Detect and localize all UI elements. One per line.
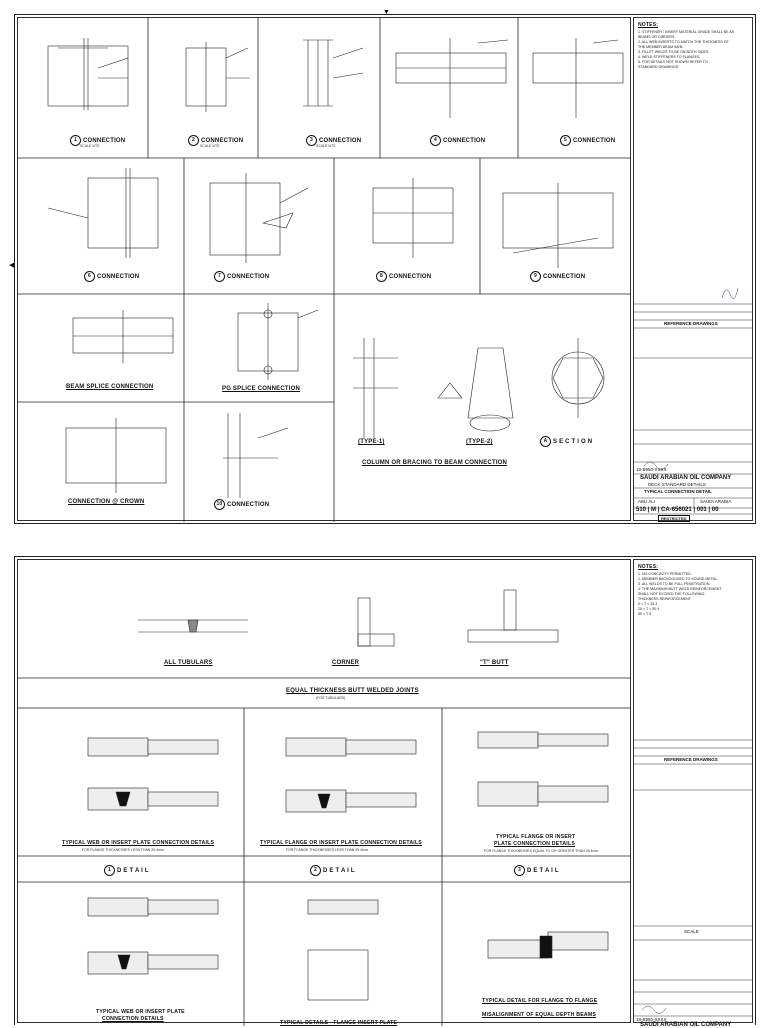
ref-drawings-label-1: REFERENCE DRAWINGS [664, 321, 718, 326]
title-line1-1: DECK STANDARD DETAILS [648, 482, 706, 487]
flange-to-flange-title: TYPICAL DETAIL FOR FLANGE TO FLANGE [482, 998, 598, 1004]
pg-splice-title: PG SPLICE CONNECTION [222, 386, 301, 392]
notes-list-1: 1. STIFFENER / INSERT MATERIAL GRADE SHA… [638, 30, 734, 69]
typical-flange-insert-title: TYPICAL DETAILS - FLANGE INSERT PLATE [280, 1020, 398, 1026]
country-1: SAUDI ARABIA [700, 499, 732, 504]
drawing-sheet-2: ALL TUBULARS CORNER "T" BUTT EQUAL THICK… [14, 556, 756, 1028]
web-insert2-title-b: CONNECTION DETAILS [102, 1016, 164, 1022]
drawing-sheet-1: ▼ ◀ [9, 9, 756, 524]
job-number-2: 18-B950-XXXX [636, 1017, 667, 1022]
flange-insert-sub: FOR FLANGE THICKNESSES LESS THAN 25.4mm [286, 848, 368, 852]
web-insert2-title-a: TYPICAL WEB OR INSERT PLATE [96, 1009, 185, 1015]
notes-list-2: 1. NO CONCAVITY PERMITTED.2. MEMBER BACK… [638, 572, 722, 616]
restricted-stamp-1: RESTRICTED [658, 515, 690, 522]
title-block-lines-1 [634, 287, 752, 515]
web-insert-sub: FOR FLANGE THICKNESSES LESS THAN 25.4mm [82, 848, 164, 852]
sheet1-linework [18, 18, 630, 522]
drawing-area-2: ALL TUBULARS CORNER "T" BUTT EQUAL THICK… [17, 559, 631, 1026]
type-2-title: (TYPE-2) [466, 439, 493, 445]
company-name-2: SAUDI ARABIAN OIL COMPANY [640, 1022, 732, 1028]
flange-insert-title: TYPICAL FLANGE OR INSERT PLATE CONNECTIO… [260, 840, 422, 846]
location-1: ABU ALI [638, 499, 656, 504]
crown-title: CONNECTION @ CROWN [68, 499, 145, 505]
center-marker-left: ◀ [9, 262, 15, 269]
title-block-lines-2 [634, 739, 752, 1017]
corner-title: CORNER [332, 660, 360, 666]
ref-drawings-label-2: REFERENCE DRAWINGS [664, 757, 718, 762]
title-block-1: NOTES: 1. STIFFENER / INSERT MATERIAL GR… [633, 17, 753, 522]
scale-note-3: SCALE NTS [316, 144, 336, 148]
company-name-1: SAUDI ARABIAN OIL COMPANY [640, 475, 732, 481]
column-bracing-title: COLUMN OR BRACING TO BEAM CONNECTION [362, 460, 508, 466]
scale-box-label: SCALE [684, 929, 699, 934]
all-tubulars-title: ALL TUBULARS [164, 660, 213, 666]
flange-insert3-sub: FOR FLANGE THICKNESSES EQUAL TO OR GREAT… [484, 849, 599, 853]
sheet2-linework [18, 589, 630, 1026]
title-block-2: NOTES: 1. NO CONCAVITY PERMITTED.2. MEMB… [633, 559, 753, 1028]
job-number-1: 18-B950-XXXX [636, 467, 667, 472]
flange-insert3-title-b: PLATE CONNECTION DETAILS [494, 841, 575, 847]
misalignment-title: MISALIGNMENT OF EQUAL DEPTH BEAMS [482, 1012, 597, 1018]
drawing-number-1: 510 | M | CA-656021 | 001 | 00 [636, 507, 719, 513]
center-marker-top: ▼ [383, 9, 390, 16]
notes-title-1: NOTES: [638, 22, 659, 28]
flange-insert3-title-a: TYPICAL FLANGE OR INSERT [496, 834, 576, 840]
beam-splice-title: BEAM SPLICE CONNECTION [66, 384, 154, 390]
equal-thickness-sub: (FOR TUBULARS) [316, 696, 346, 700]
equal-thickness-title: EQUAL THICKNESS BUTT WELDED JOINTS [286, 688, 419, 694]
web-insert-title: TYPICAL WEB OR INSERT PLATE CONNECTION D… [62, 840, 215, 846]
tbutt-title: "T" BUTT [480, 660, 509, 666]
type-1-title: (TYPE-1) [358, 439, 385, 445]
title-line2-1: TYPICAL CONNECTION DETAIL [644, 489, 712, 494]
notes-title-2: NOTES: [638, 564, 659, 570]
scale-note-1: SCALE NTS [80, 144, 100, 148]
scale-note-2: SCALE NTS [200, 144, 220, 148]
